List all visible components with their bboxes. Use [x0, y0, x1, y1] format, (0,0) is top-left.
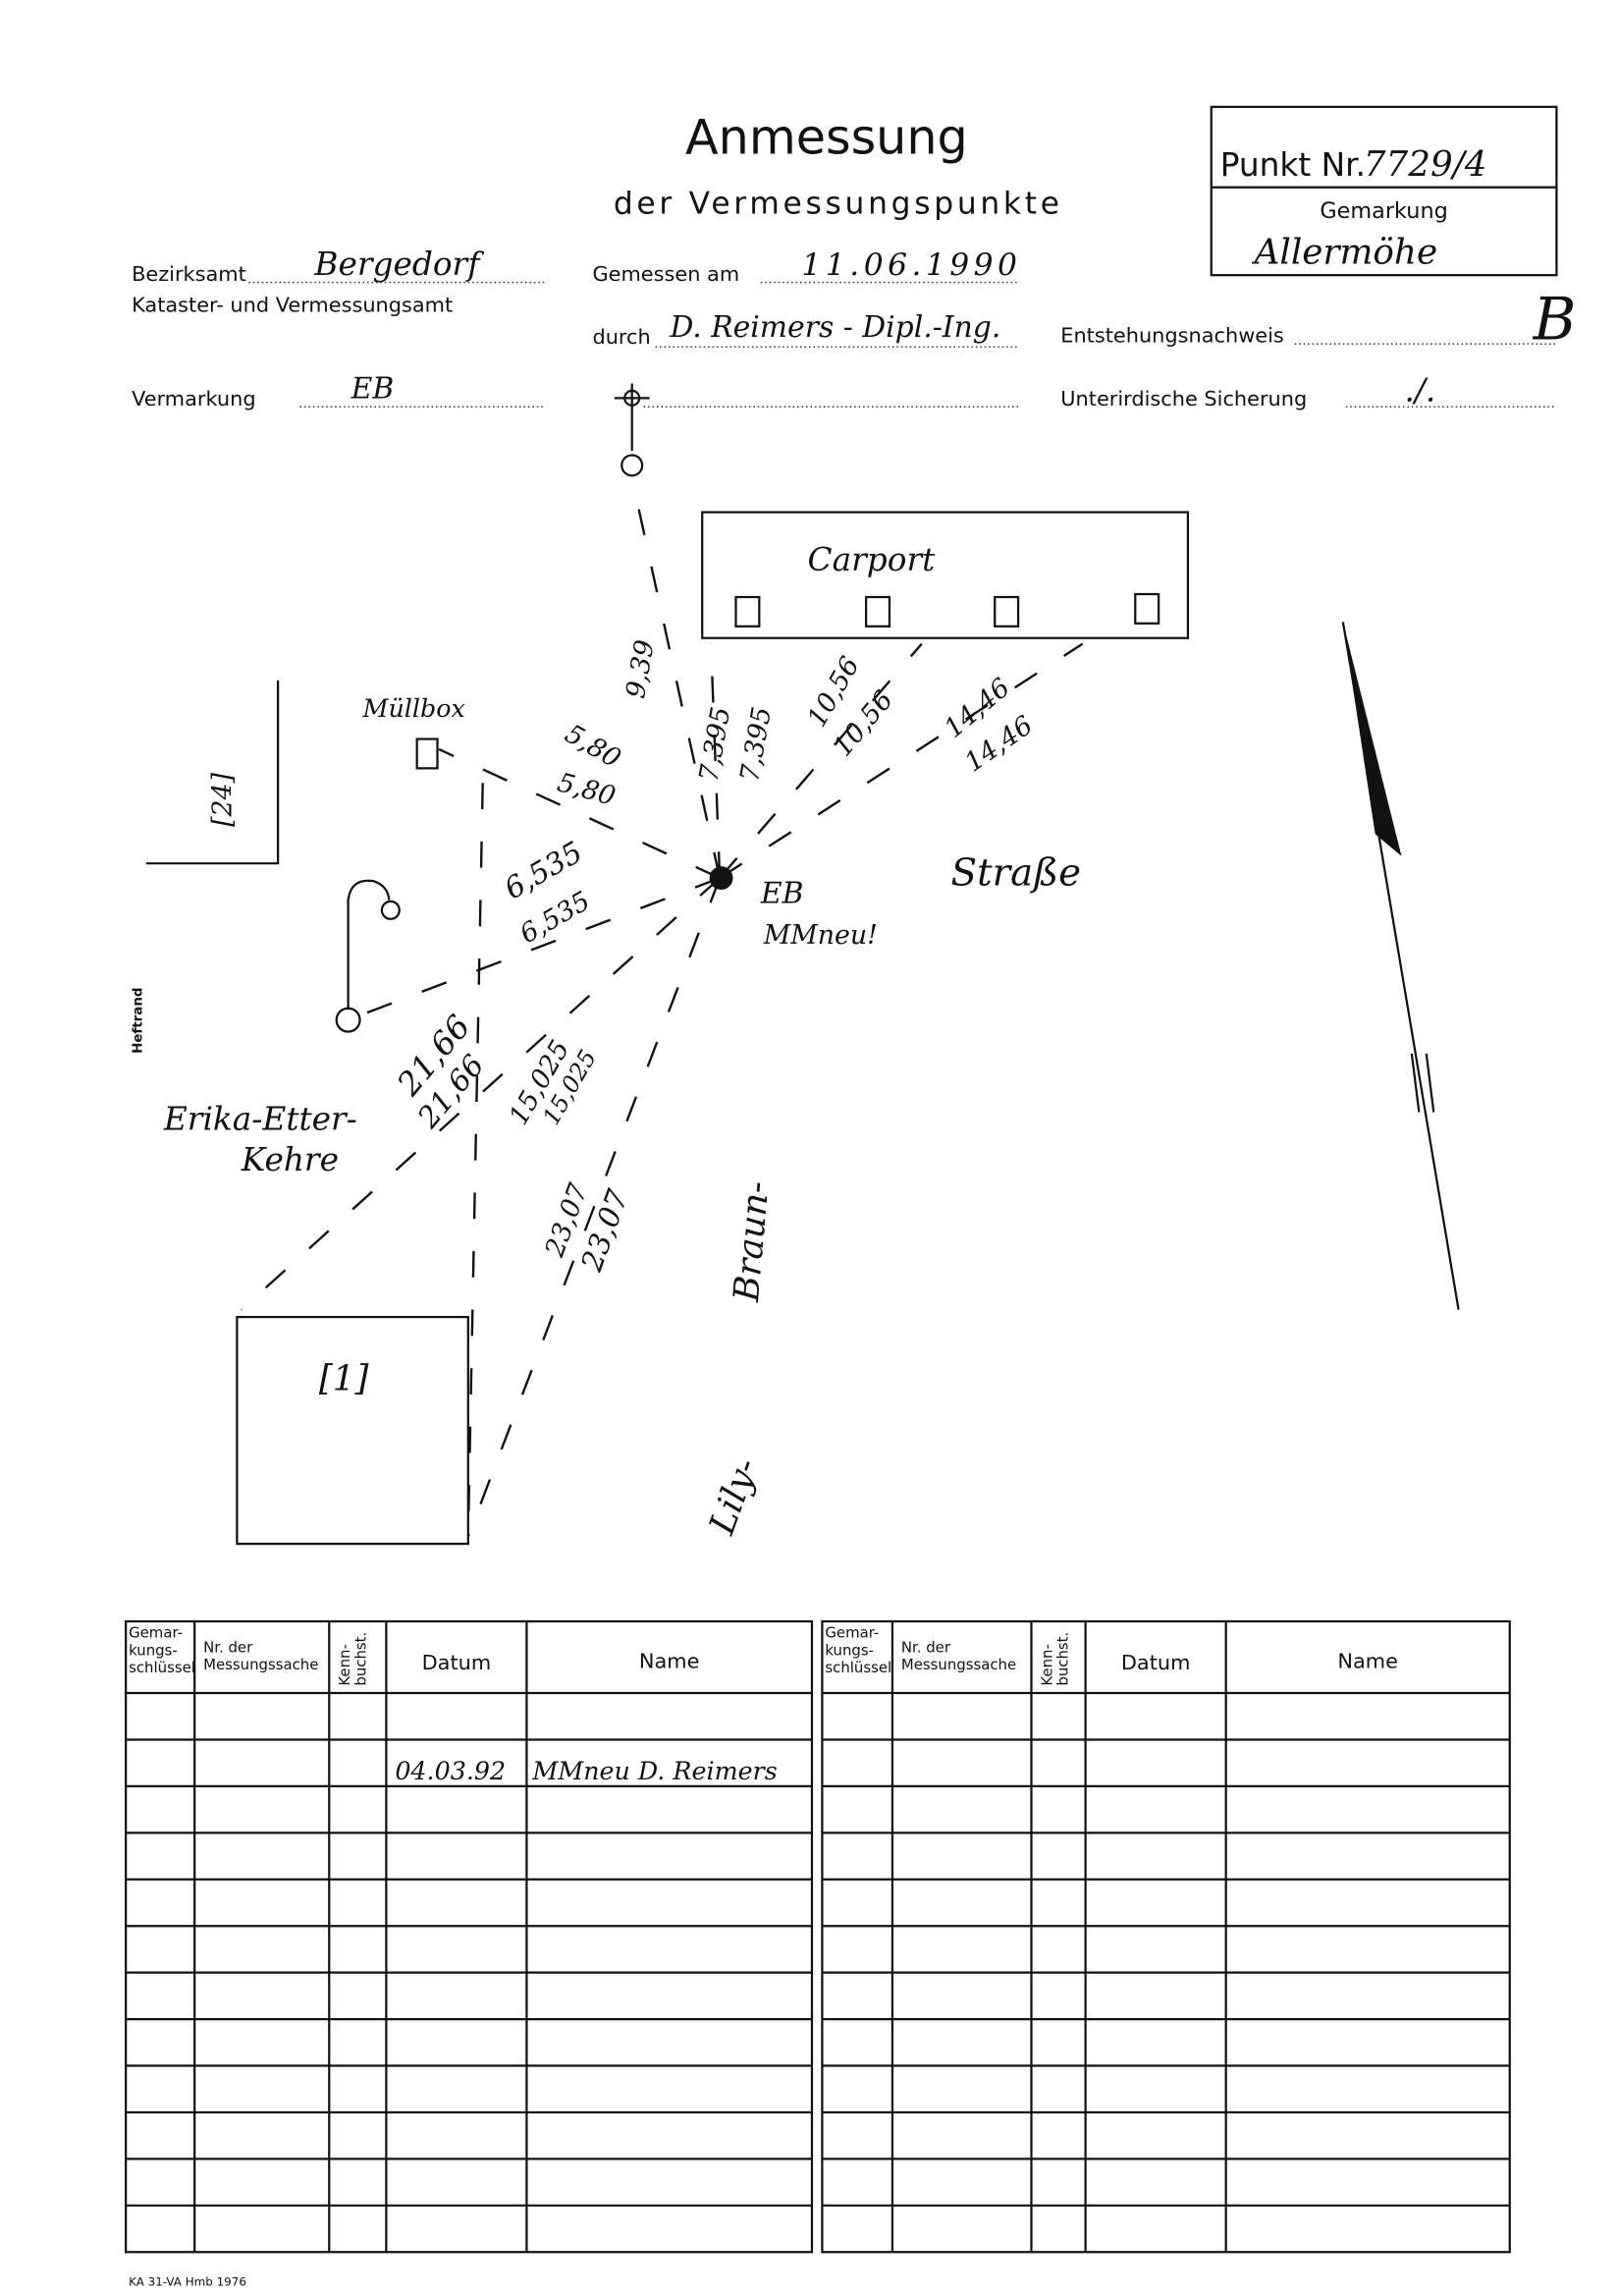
eb-point: EB MMneu! — [709, 866, 878, 951]
survey-sketch: Carport EB MMneu! Müllbox [24] — [146, 383, 1460, 1546]
measurement-values: 9,39 7,395 7,395 10,56 10,56 14,46 14,46… — [390, 637, 1039, 1277]
bezirksamt-label: Bezirksamt — [132, 262, 246, 286]
house-1-label: [1] — [319, 1359, 369, 1399]
muellbox-label: Müllbox — [362, 693, 465, 723]
gemarkung-value: Allermöhe — [1252, 232, 1438, 272]
header-datum: Datum — [1121, 1651, 1191, 1674]
bezirksamt-value: Bergedorf — [313, 246, 484, 283]
header-gemarkungsschluessel: schlüssel — [129, 1659, 195, 1676]
vermarkung-value: EB — [351, 371, 395, 406]
punkt-value: 7729/4 — [1364, 144, 1487, 185]
header-messungssache: Nr. der — [901, 1638, 951, 1656]
form-subtitle: der Vermessungspunkte — [614, 187, 1063, 222]
carport: Carport — [701, 511, 1190, 639]
row-2-name: MMneu D. Reimers — [531, 1756, 777, 1785]
header-kennbuchstabe: buchst. — [1054, 1632, 1072, 1686]
form-title: Anmessung — [685, 109, 968, 166]
vermarkung-label: Vermarkung — [132, 387, 256, 410]
entstehung-value: B — [1533, 287, 1577, 355]
street-lamp — [335, 879, 401, 1033]
measurement: 7,395 — [693, 704, 736, 784]
header-gemarkungsschluessel: kungs- — [825, 1641, 874, 1659]
header-gemarkungsschluessel: Gemar- — [825, 1623, 879, 1641]
header-kennbuchstabe: Kenn- — [336, 1644, 353, 1685]
header-name: Name — [1337, 1650, 1398, 1673]
unterirdisch-value: ./. — [1404, 371, 1435, 409]
history-table-right: Gemar-kungs-schlüssel Nr. derMessungssach… — [821, 1619, 1511, 2254]
measurement: 9,39 — [620, 637, 661, 700]
entstehung-label: Entstehungsnachweis — [1060, 324, 1283, 348]
measurement: 5,80 — [554, 767, 619, 811]
durch-label: durch — [592, 325, 650, 349]
street-name-kehre: Kehre — [241, 1141, 339, 1178]
header-gemarkungsschluessel: kungs- — [129, 1641, 178, 1659]
durch-value: D. Reimers - Dipl.-Ing. — [669, 310, 1000, 345]
measurement: 5,80 — [560, 719, 625, 775]
measurement-lines — [241, 504, 1084, 1538]
header-kennbuchstabe: Kenn- — [1038, 1644, 1055, 1685]
heftrand-label: Heftrand — [132, 988, 146, 1054]
header-kennbuchstabe: buchst. — [352, 1632, 370, 1686]
header-messungssache: Nr. der — [203, 1638, 253, 1656]
gemessen-label: Gemessen am — [592, 262, 739, 286]
header-fields: Bezirksamt Bergedorf Kataster- und Verme… — [132, 246, 1576, 410]
row-2-datum: 04.03.92 — [395, 1756, 506, 1785]
history-table-left: Gemar-kungs-schlüssel Nr. derMessungssach… — [125, 1619, 814, 2254]
header-messungssache: Messungssache — [203, 1656, 318, 1673]
house-24-corner — [146, 680, 280, 865]
gemarkung-label: Gemarkung — [1320, 198, 1447, 224]
strasse-label: Straße — [951, 851, 1082, 896]
street-name-braun: Braun- — [727, 1179, 778, 1304]
street-name-lily: Lily- — [702, 1453, 767, 1541]
gemessen-value: 11.06.1990 — [802, 247, 1022, 283]
header-messungssache: Messungssache — [901, 1656, 1016, 1673]
header-gemarkungsschluessel: schlüssel — [825, 1659, 891, 1676]
north-arrow-icon — [1341, 622, 1460, 1310]
header-gemarkungsschluessel: Gemar- — [129, 1623, 183, 1641]
kataster-label: Kataster- und Vermessungsamt — [132, 293, 453, 316]
punkt-label: Punkt Nr. — [1220, 146, 1366, 184]
eb-note: MMneu! — [763, 920, 878, 951]
unterirdisch-label: Unterirdische Sicherung — [1060, 387, 1307, 410]
carport-label: Carport — [808, 541, 937, 578]
house-24-label: [24] — [207, 772, 238, 827]
street-name-erika-etter: Erika-Etter- — [163, 1100, 357, 1137]
reference-point-symbol — [614, 383, 650, 477]
measurement: 7,395 — [734, 704, 778, 784]
eb-label: EB — [760, 876, 804, 910]
form-id: KA 31-VA Hmb 1976 — [129, 2275, 246, 2289]
muellbox-symbol — [415, 738, 439, 770]
house-1 — [236, 1315, 469, 1546]
header-datum: Datum — [422, 1651, 492, 1674]
header-name: Name — [639, 1650, 700, 1673]
punkt-box: Punkt Nr. 7729/4 Gemarkung Allermöhe — [1210, 105, 1558, 277]
